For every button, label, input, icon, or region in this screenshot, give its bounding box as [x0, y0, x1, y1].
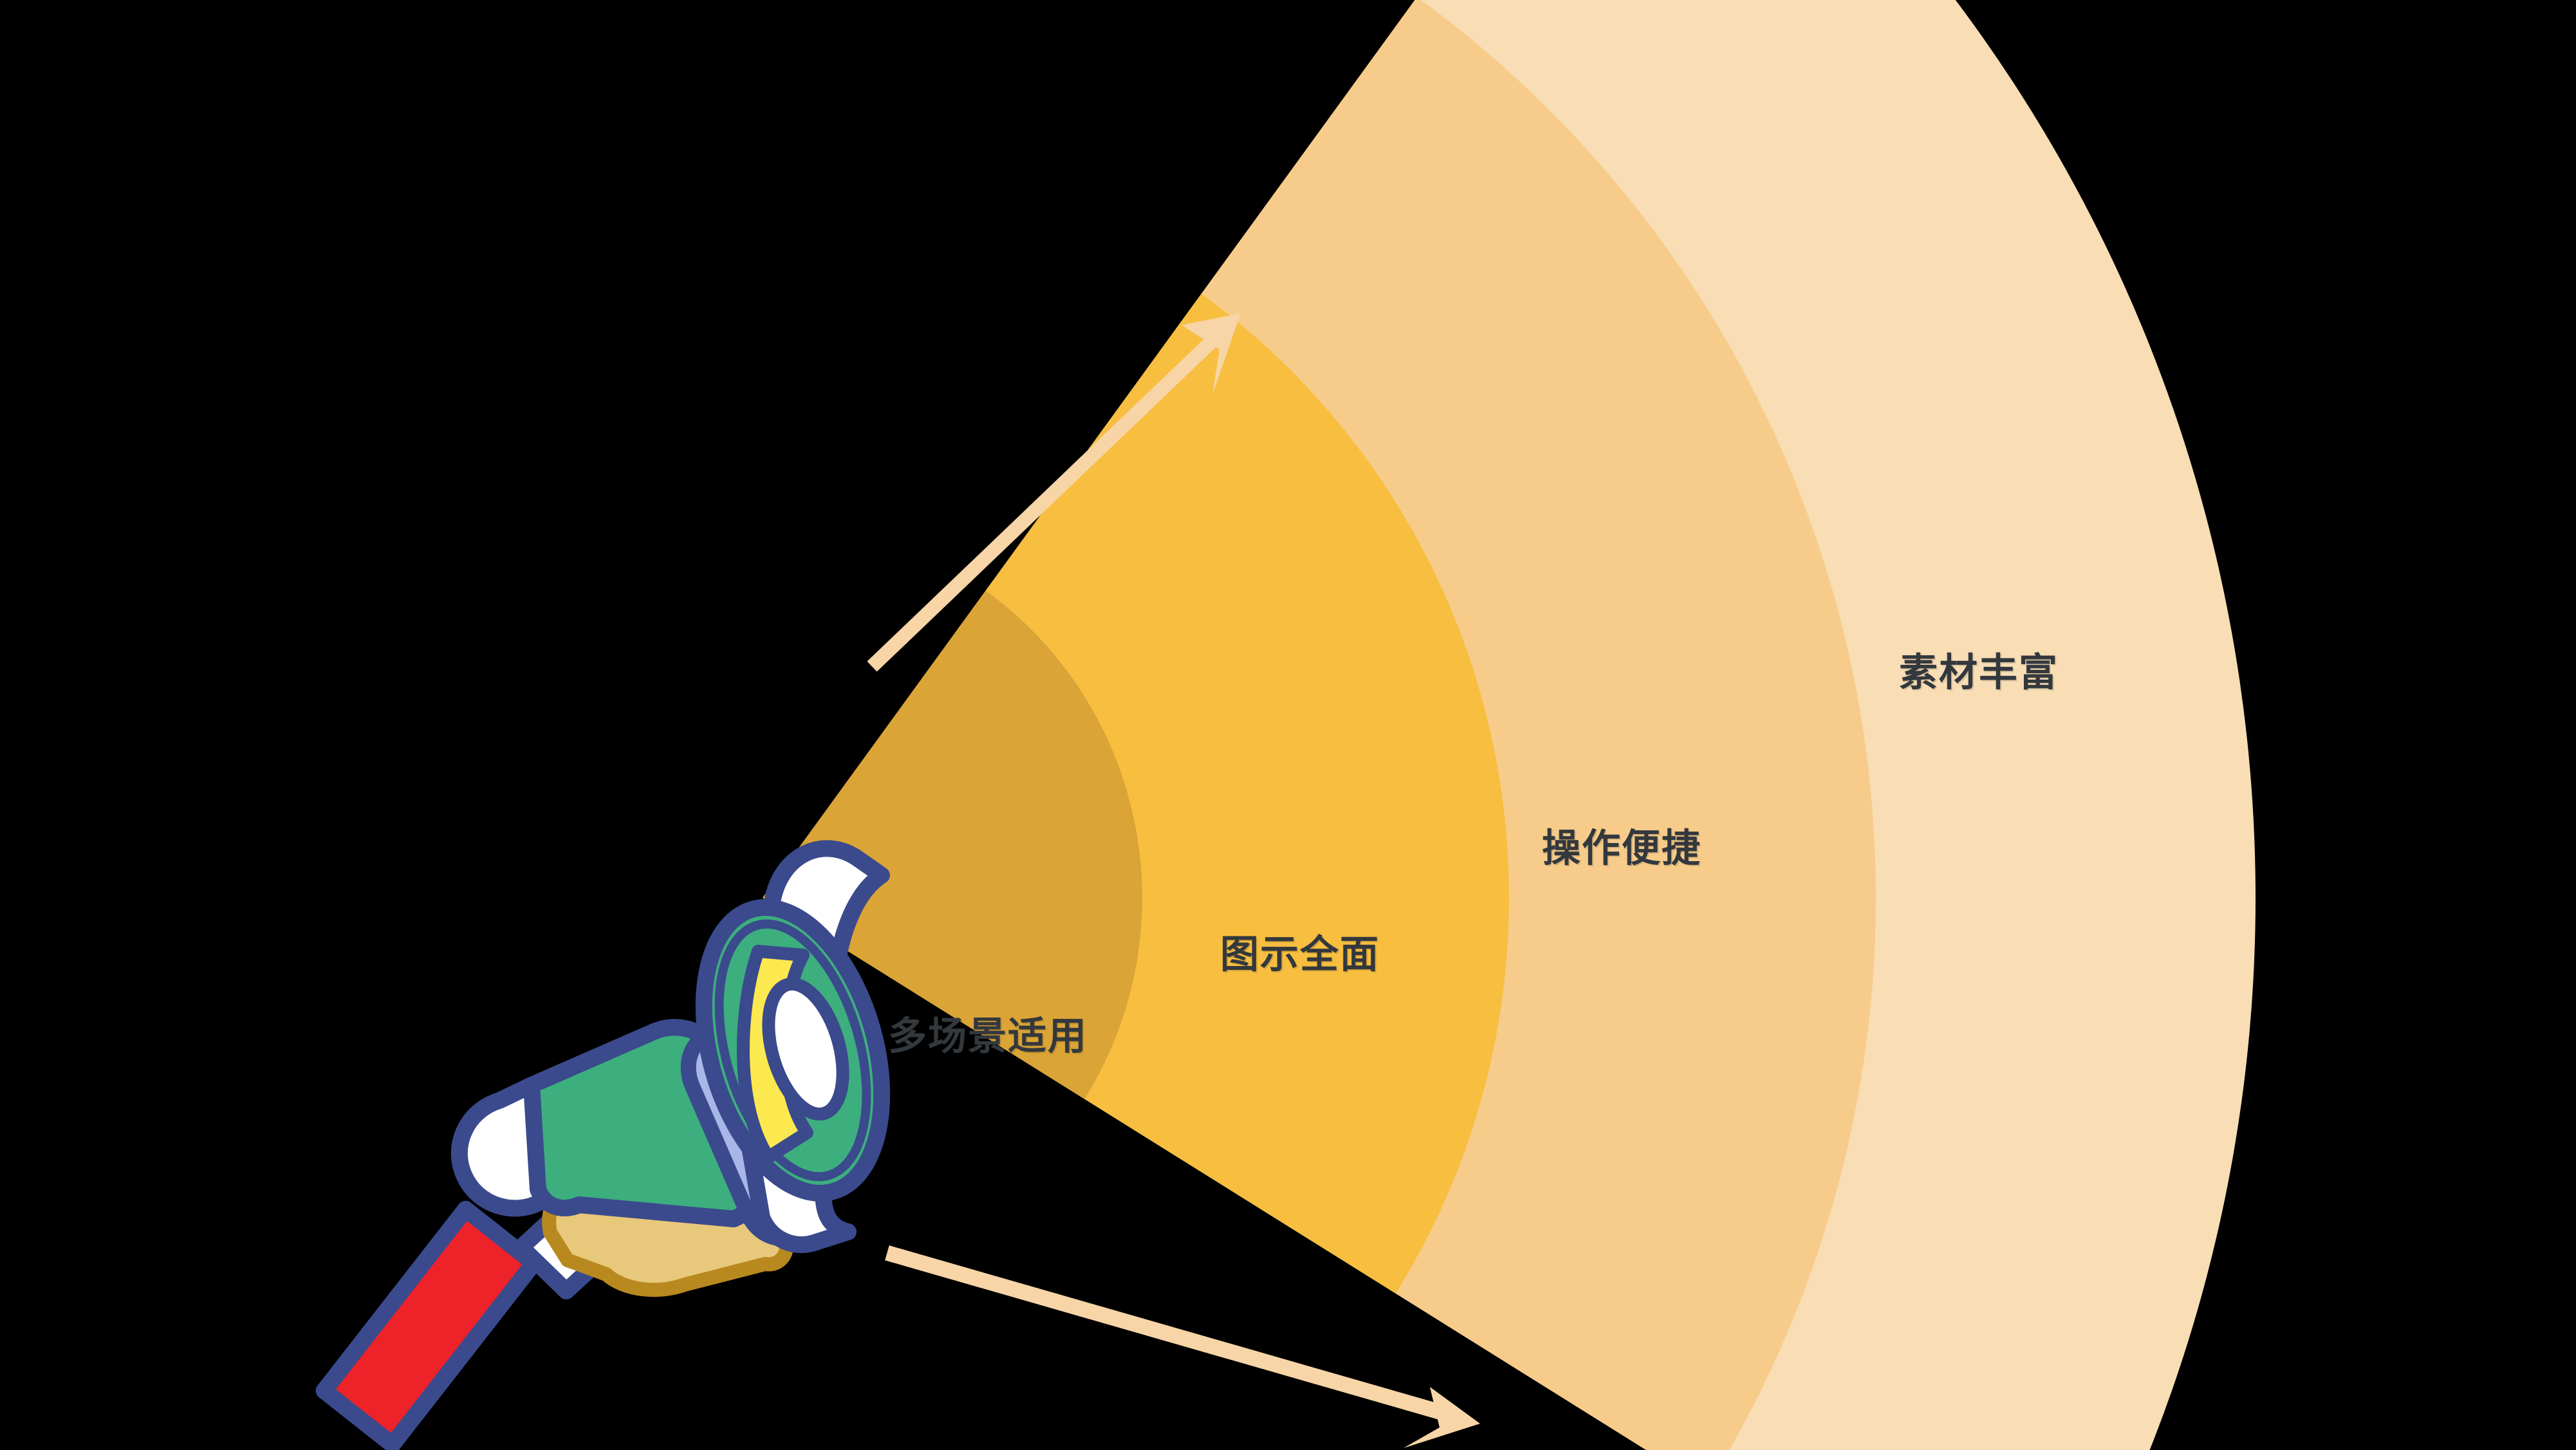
white-bell-throat	[762, 978, 849, 1120]
cone-band-1[interactable]	[763, 590, 1142, 1099]
cone-band-label-2: 图示全面	[1220, 933, 1380, 976]
sound-cone-bands	[763, 0, 2256, 1450]
lower-direction-arrow[interactable]	[885, 1245, 1480, 1448]
direction-arrows	[867, 313, 1480, 1448]
upper-direction-arrow[interactable]	[867, 313, 1241, 672]
cone-band-label-4: 素材丰富	[1899, 651, 2059, 694]
cone-band-label-1: 多场景适用	[888, 1014, 1088, 1058]
cone-band-2[interactable]	[763, 293, 1509, 1294]
red-sleeve	[315, 1200, 542, 1450]
cone-band-label-3: 操作便捷	[1542, 826, 1701, 870]
megaphone-assembly[interactable]	[312, 840, 913, 1450]
